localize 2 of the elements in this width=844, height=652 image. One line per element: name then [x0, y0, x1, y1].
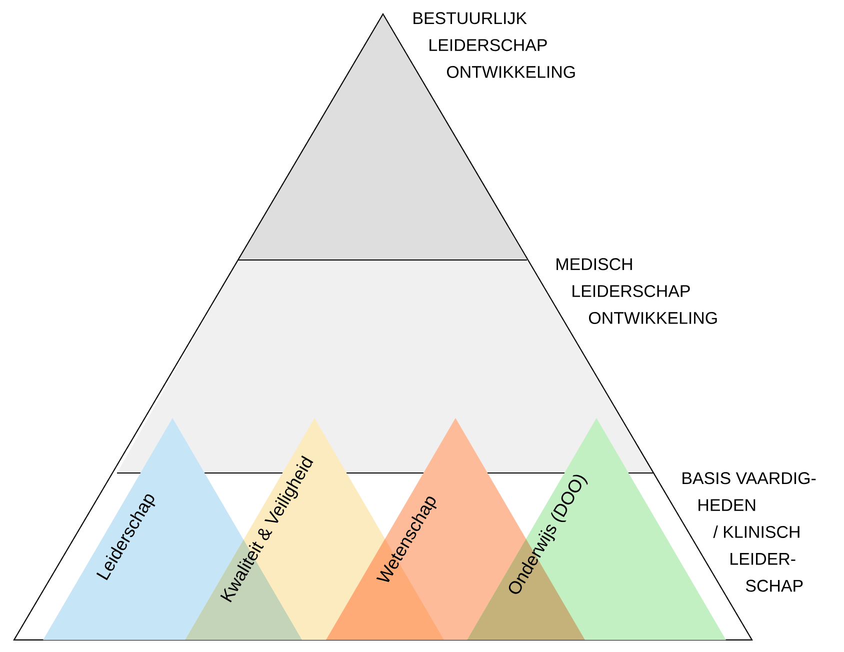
- level-heading: MEDISCH LEIDERSCHAP ONTWIKKELING: [556, 258, 717, 324]
- level-heading: BESTUURLIJK LEIDERSCHAP ONTWIKKELING: [414, 12, 575, 78]
